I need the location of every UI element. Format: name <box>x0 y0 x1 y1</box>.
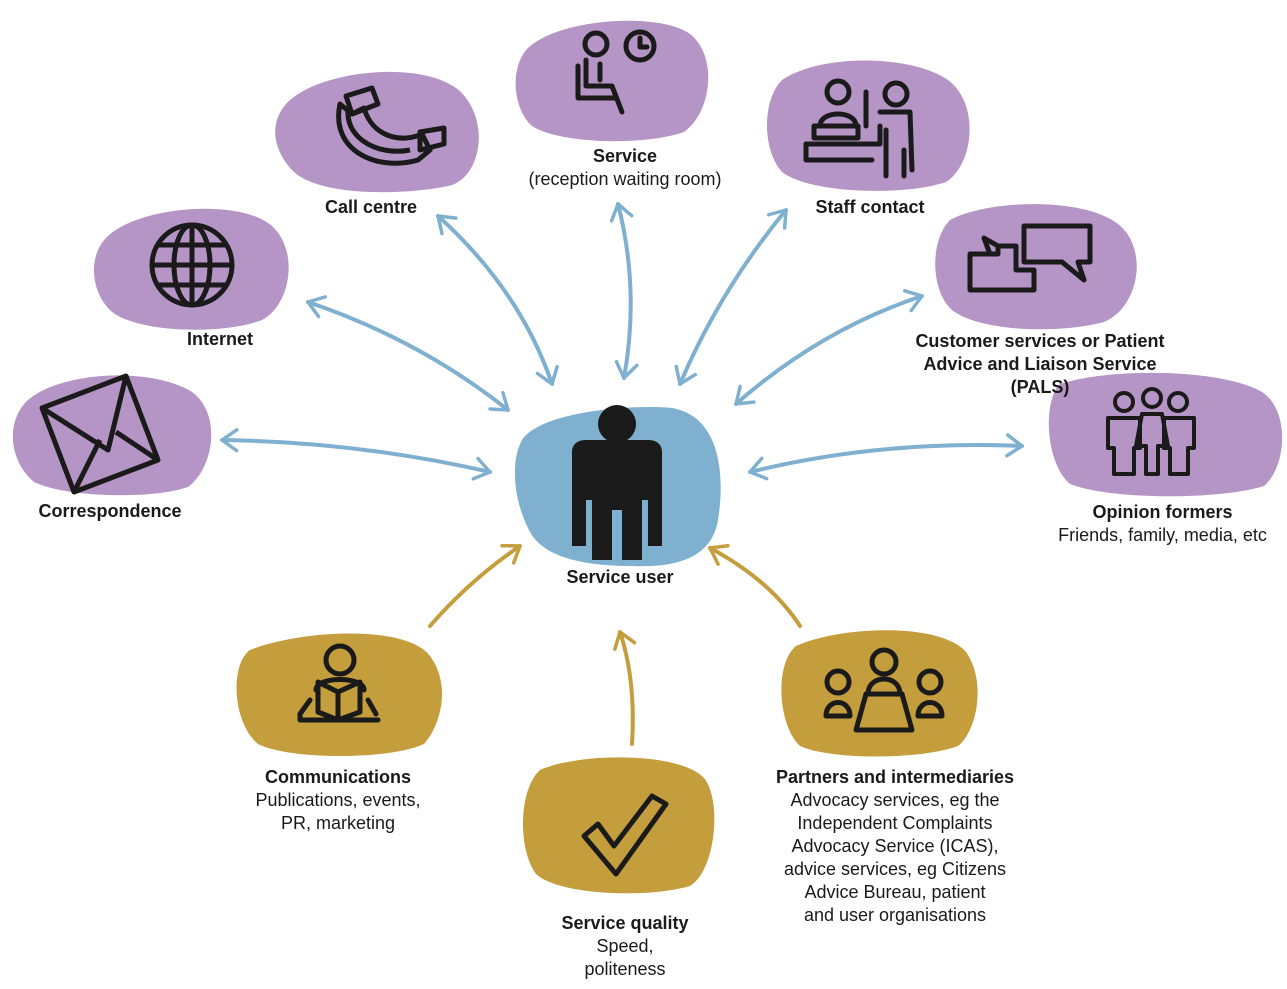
arrow-partners <box>708 544 802 628</box>
blob-service <box>515 20 709 142</box>
customer-services-title-line2: Advice and Liaison Service <box>923 354 1157 374</box>
reading-person-icon <box>297 643 381 723</box>
communications-title: Communications <box>264 767 411 787</box>
arrow-correspondence <box>220 428 492 481</box>
label-customer-services: Customer services or Patient Advice and … <box>880 330 1200 399</box>
partners-sub-line3: Advocacy Service (ICAS), <box>791 836 999 856</box>
checkmark-icon <box>581 793 669 877</box>
service-title: Service <box>592 146 658 166</box>
envelope-icon <box>39 373 161 495</box>
arrow-internet <box>306 295 510 412</box>
blob-customer-services <box>935 204 1137 330</box>
person-icon <box>572 405 662 560</box>
partners-title: Partners and intermediaries <box>775 767 1015 787</box>
phone-icon <box>336 85 447 166</box>
opinion-formers-title: Opinion formers <box>1092 502 1233 522</box>
customer-services-title-line1: Customer services or Patient <box>915 331 1165 351</box>
partners-sub-line4: advice services, eg Citizens <box>783 859 1007 879</box>
service-subtitle: (reception waiting room) <box>528 169 722 189</box>
waiting-room-icon <box>575 29 657 115</box>
service-user-title: Service user <box>566 567 674 587</box>
label-opinion-formers: Opinion formers Friends, family, media, … <box>1040 501 1285 547</box>
partners-sub-line1: Advocacy services, eg the <box>790 790 1000 810</box>
arrow-call-centre <box>436 214 559 386</box>
blob-service-quality <box>522 757 715 894</box>
partners-sub-line5: Advice Bureau, patient <box>804 882 986 902</box>
correspondence-title: Correspondence <box>38 501 182 521</box>
arrow-customer-services <box>734 289 924 406</box>
internet-title: Internet <box>186 329 253 349</box>
label-staff-contact: Staff contact <box>790 196 950 219</box>
arrow-service <box>609 202 639 380</box>
call-centre-title: Call centre <box>324 197 418 217</box>
group-icon <box>1106 387 1196 476</box>
partners-sub-line6: and user organisations <box>803 905 987 925</box>
customer-services-title-line3: (PALS) <box>1010 377 1070 397</box>
label-partners: Partners and intermediaries Advocacy ser… <box>745 766 1045 927</box>
label-service: Service (reception waiting room) <box>490 145 760 191</box>
label-service-user: Service user <box>540 566 700 589</box>
globe-icon <box>149 222 235 308</box>
opinion-formers-subtitle: Friends, family, media, etc <box>1058 525 1267 545</box>
label-internet: Internet <box>140 328 300 351</box>
service-quality-sub-line1: Speed, <box>596 936 654 956</box>
label-call-centre: Call centre <box>296 196 446 219</box>
communications-sub-line1: Publications, events, <box>255 790 421 810</box>
arrow-opinion-formers <box>748 433 1024 481</box>
meeting-icon <box>823 647 945 733</box>
service-quality-title: Service quality <box>561 913 689 933</box>
reception-desk-icon <box>803 78 915 179</box>
arrow-staff-contact <box>674 208 788 386</box>
label-correspondence: Correspondence <box>10 500 210 523</box>
arrow-service-quality <box>613 630 637 746</box>
speech-bubbles-icon <box>967 223 1093 293</box>
partners-sub-line2: Independent Complaints <box>797 813 993 833</box>
label-communications: Communications Publications, events, PR,… <box>218 766 458 835</box>
communications-sub-line2: PR, marketing <box>280 813 396 833</box>
service-quality-sub-line2: politeness <box>584 959 666 979</box>
label-service-quality: Service quality Speed, politeness <box>520 912 730 981</box>
arrow-communications <box>428 543 522 628</box>
staff-contact-title: Staff contact <box>815 197 925 217</box>
